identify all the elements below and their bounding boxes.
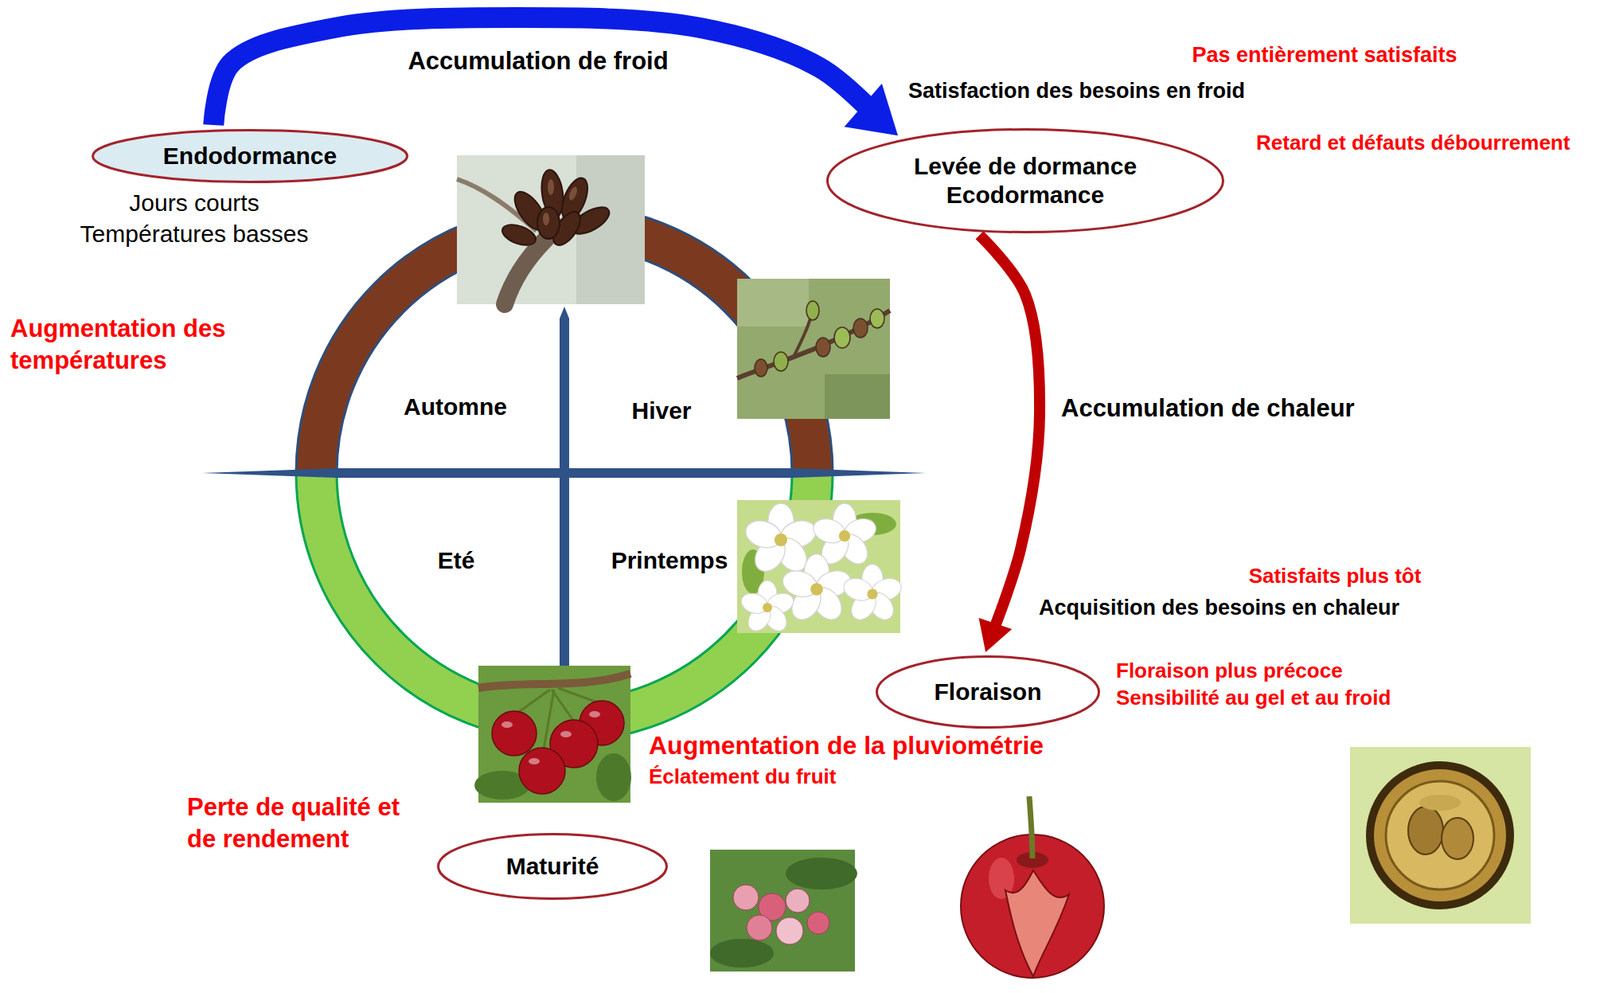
illustration-part <box>806 300 820 320</box>
arrow-label: Accumulation de froid <box>407 45 668 78</box>
illustration-part <box>785 857 858 890</box>
illustration-part <box>504 238 547 305</box>
illustration-part <box>1369 764 1511 906</box>
cherry-photo <box>474 665 632 803</box>
illustration-part <box>779 554 855 625</box>
illustration-part <box>776 917 804 945</box>
illustration-part <box>501 710 601 765</box>
arrow-head <box>979 617 1013 652</box>
illustration-part <box>551 689 574 722</box>
annotation-text: Retard et défauts débourrement <box>1256 129 1570 157</box>
arrow-label: Accumulation de chaleur <box>1061 392 1355 425</box>
illustration-part <box>773 351 789 371</box>
arrow-head <box>844 83 898 136</box>
illustration-part <box>596 753 632 801</box>
illustration-part <box>491 710 537 756</box>
illustration-part <box>1408 806 1444 855</box>
cracked-cherry-photo <box>960 796 1105 978</box>
phase-arrow <box>213 17 898 136</box>
illustration-part <box>519 747 566 794</box>
illustration-part <box>456 155 645 305</box>
illustration-part <box>589 710 601 718</box>
phase-arrow <box>979 234 1040 652</box>
arrow-shaft <box>979 234 1041 638</box>
illustration-part <box>478 673 631 688</box>
annotation-text: Acquisition des besoins en chaleur <box>1038 593 1400 622</box>
illustration-part <box>824 374 890 419</box>
stage-ellipse: Maturité <box>437 832 668 900</box>
annotation-text: Printemps <box>611 544 729 576</box>
illustration-part <box>754 359 768 377</box>
stage-name: Maturité <box>506 851 600 881</box>
twig-photo <box>737 278 890 419</box>
illustration-part <box>834 327 851 348</box>
stage-ellipse: Levée de dormance Ecodormance <box>826 128 1225 234</box>
cross-vertical <box>559 306 570 674</box>
unripe-cherry-photo <box>710 849 858 972</box>
illustration-part <box>547 179 555 196</box>
annotation-text: Augmentation de la pluviométrie <box>648 729 1044 763</box>
illustration-part <box>1419 794 1461 811</box>
stage-name: Floraison <box>933 677 1042 707</box>
bud-photo <box>456 155 645 305</box>
annotation-text: Satisfaits plus tôt <box>1248 562 1422 590</box>
annotation-text: Hiver <box>631 394 691 426</box>
illustration-part <box>737 278 809 327</box>
annotation-text: Éclatement du fruit <box>648 763 836 791</box>
annotation-text: Jours courts Températures basses <box>73 187 317 250</box>
illustration-part <box>560 730 572 738</box>
illustration-part <box>542 179 579 226</box>
illustration-part <box>499 167 614 250</box>
ellipse-shape <box>877 656 1100 728</box>
illustration-part <box>1029 796 1033 859</box>
ellipse-shape <box>438 834 668 899</box>
illustration-part <box>746 914 773 941</box>
annotation-text: Augmentation des températures <box>10 312 242 378</box>
illustration-part <box>815 337 831 357</box>
illustration-part <box>737 278 890 419</box>
illustration-part <box>1441 817 1474 859</box>
illustration-part <box>737 310 890 379</box>
illustration-part <box>1005 870 1070 976</box>
illustration-part <box>542 212 550 226</box>
illustration-part <box>528 757 540 765</box>
annotation-text: Floraison plus précoce Sensibilité au ge… <box>1116 657 1411 712</box>
illustration-part <box>733 884 759 910</box>
stage-name: Levée de dormance Ecodormance <box>905 152 1145 210</box>
illustration-part <box>807 911 830 934</box>
stage-name: Endodormance <box>163 141 337 171</box>
arrow-shaft <box>213 17 881 125</box>
illustration-part <box>537 206 560 239</box>
illustration-part <box>567 185 579 202</box>
annotation-text: Satisfaction des besoins en froid <box>908 77 1245 106</box>
blossom-photo <box>737 499 905 636</box>
ellipse-outline <box>826 128 1225 234</box>
illustration-part <box>710 938 774 968</box>
illustration-part <box>754 300 885 377</box>
illustration-part <box>1385 780 1495 890</box>
annotation-text: Pas entièrement satisfaits <box>1191 41 1457 70</box>
annotation-text: Automne <box>403 390 508 422</box>
illustration-part <box>853 318 868 338</box>
illustration-part <box>501 721 513 728</box>
illustration-part <box>738 580 797 636</box>
illustration-part <box>870 308 885 328</box>
illustration-part <box>785 888 810 913</box>
stage-ellipse: Floraison <box>875 655 1101 729</box>
illustration-part <box>499 220 539 250</box>
annotation-text: Eté <box>437 544 476 576</box>
illustration-part <box>491 700 625 794</box>
bud-section-photo <box>1350 746 1531 924</box>
ellipse-shape <box>93 130 408 183</box>
ellipse-shape <box>827 129 1224 233</box>
stage-ellipse: Endodormance <box>91 128 409 184</box>
illustration-part <box>733 884 830 945</box>
illustration-part <box>1350 746 1531 924</box>
illustration-part <box>840 564 904 625</box>
annotation-text: Perte de qualité et de rendement <box>187 791 418 856</box>
